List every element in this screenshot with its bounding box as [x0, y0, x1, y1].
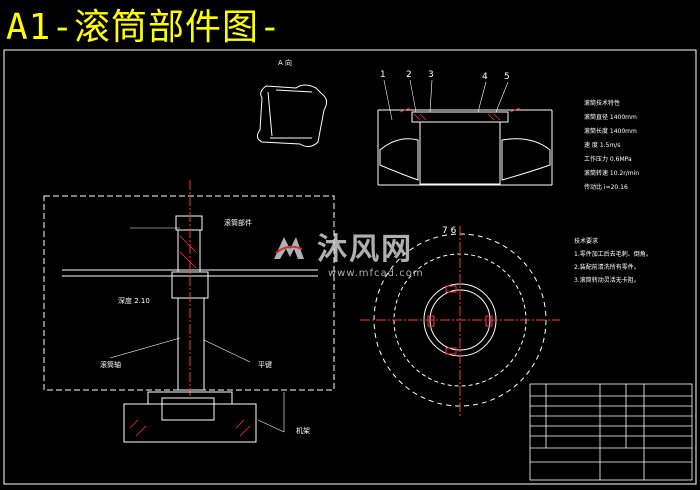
assembly-leaders — [109, 227, 285, 433]
part-number-4: 4 — [482, 72, 488, 82]
title-block — [529, 383, 693, 481]
tech-line-1: 1.零件加工后去毛刺、倒角。 — [574, 251, 652, 258]
spec-title: 滚筒技术特性 — [584, 100, 621, 107]
callout-depth: 深度 2.10 — [118, 297, 150, 305]
tech-line-2: 2.装配前清洗所有零件。 — [574, 264, 640, 271]
drawing-title: A1-滚筒部件图- — [6, 7, 282, 48]
watermark-brand: 沐风网 — [317, 232, 414, 267]
tech-line-3: 3.滚筒转动灵活无卡阻。 — [574, 277, 640, 284]
watermark: 沐风网 www.mfcad.com — [272, 224, 424, 279]
spec-line-5: 滚筒转速 10.2r/min — [584, 170, 640, 177]
assembly-hatching — [129, 235, 251, 437]
watermark-site: www.mfcad.com — [328, 268, 424, 279]
spec-line-6: 传动比 i=20.16 — [584, 184, 628, 191]
callout-frame: 机架 — [296, 427, 310, 435]
part-number-3: 3 — [428, 70, 434, 80]
tech-requirements: 技术要求 1.零件加工后去毛刺、倒角。 2.装配前清洗所有零件。 3.滚筒转动灵… — [574, 236, 652, 284]
spec-line-3: 速 度 1.5m/s — [584, 142, 621, 149]
roller-hatching — [399, 107, 521, 121]
leader-lines — [383, 79, 509, 121]
assembly-shaft — [62, 180, 318, 443]
tech-title: 技术要求 — [574, 238, 599, 245]
a-view-label: A 向 — [278, 59, 293, 67]
roller-plan-view — [360, 226, 560, 416]
part-number-2: 2 — [406, 70, 412, 80]
part-number-7-6: 7 6 — [442, 226, 457, 236]
callout-key: 平键 — [258, 361, 272, 369]
assembly-frame-dashed — [43, 195, 335, 391]
spec-line-4: 工作压力 0.6MPa — [584, 156, 632, 163]
mfcad-logo-icon — [274, 237, 304, 259]
callout-shaft: 滚筒轴 — [100, 361, 121, 369]
roller-section — [377, 109, 553, 186]
drawing-border — [3, 49, 697, 485]
spec-line-2: 滚筒长度 1400mm — [584, 128, 637, 135]
callout-top: 滚筒部件 — [224, 219, 252, 227]
part-number-1: 1 — [380, 70, 386, 80]
spec-panel: 滚筒技术特性 滚筒直径 1400mm 滚筒长度 1400mm 速 度 1.5m/… — [584, 98, 639, 191]
spec-line-1: 滚筒直径 1400mm — [584, 114, 637, 121]
part-number-5: 5 — [504, 72, 510, 82]
a-view-profile — [256, 84, 328, 148]
